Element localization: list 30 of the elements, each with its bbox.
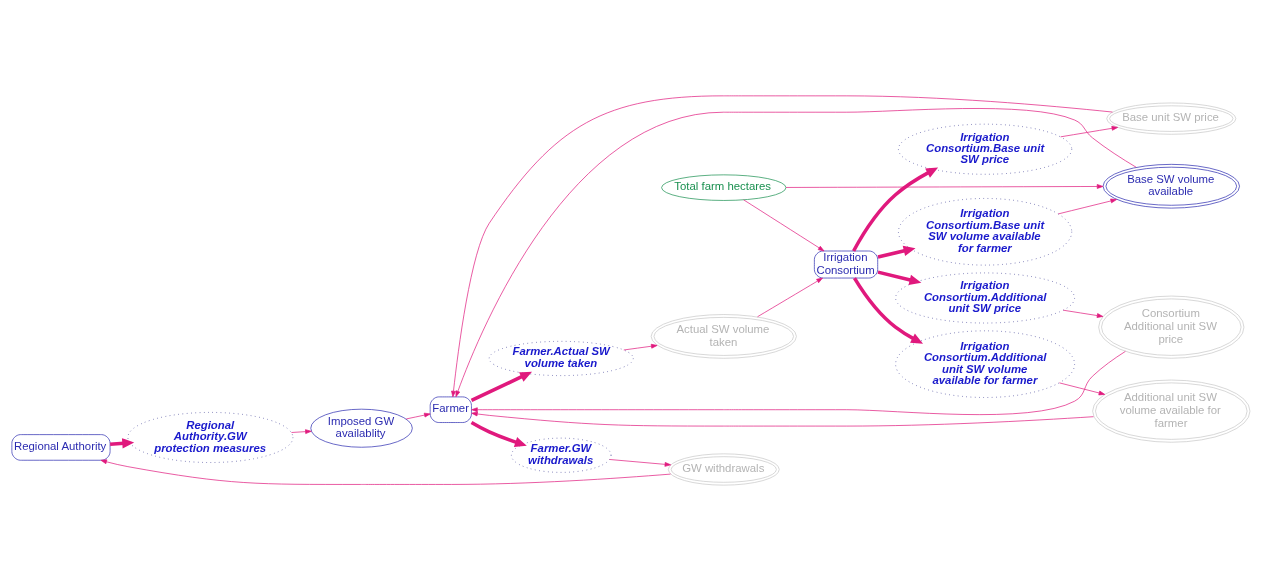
arrow: [100, 459, 671, 485]
arrow: [1057, 198, 1117, 214]
arrow: [743, 199, 825, 251]
node-ellipse: Farmer.Actual SW volume taken: [488, 340, 634, 376]
arrow: [1060, 125, 1119, 137]
arrow: [623, 343, 658, 350]
arrow: [609, 458, 672, 467]
node-ellipse: Irrigation Consortium.Additional unit SW volume available for farmer: [895, 329, 1075, 398]
arrow: [291, 428, 312, 434]
node-box: Irrigation Consortium: [814, 250, 879, 278]
node-ellipse: Imposed GW availablity: [310, 408, 413, 448]
arrow: [852, 276, 924, 344]
node-ellipse: Irrigation Consortium.Base unit SW price: [898, 123, 1073, 175]
arrow: [470, 420, 527, 447]
arrow: [471, 411, 1094, 426]
arrow: [1063, 309, 1104, 318]
node-ellipse: Irrigation Consortium.Base unit SW volume available for farmer: [898, 197, 1073, 265]
arrow: [405, 412, 431, 419]
arrow: [470, 371, 533, 402]
arrow: [877, 245, 916, 259]
node-ellipse: Total farm hectares: [661, 174, 787, 201]
node-box: Farmer: [429, 396, 472, 423]
arrow: [785, 183, 1104, 189]
arrow: [1059, 382, 1106, 395]
arrow: [877, 269, 922, 285]
node-ellipse: Regional Authority.GW protection measures: [127, 411, 294, 463]
arrow: [471, 350, 1126, 415]
arrow: [852, 167, 939, 252]
arrow: [757, 277, 823, 317]
node-box: Regional Authority: [11, 433, 111, 461]
